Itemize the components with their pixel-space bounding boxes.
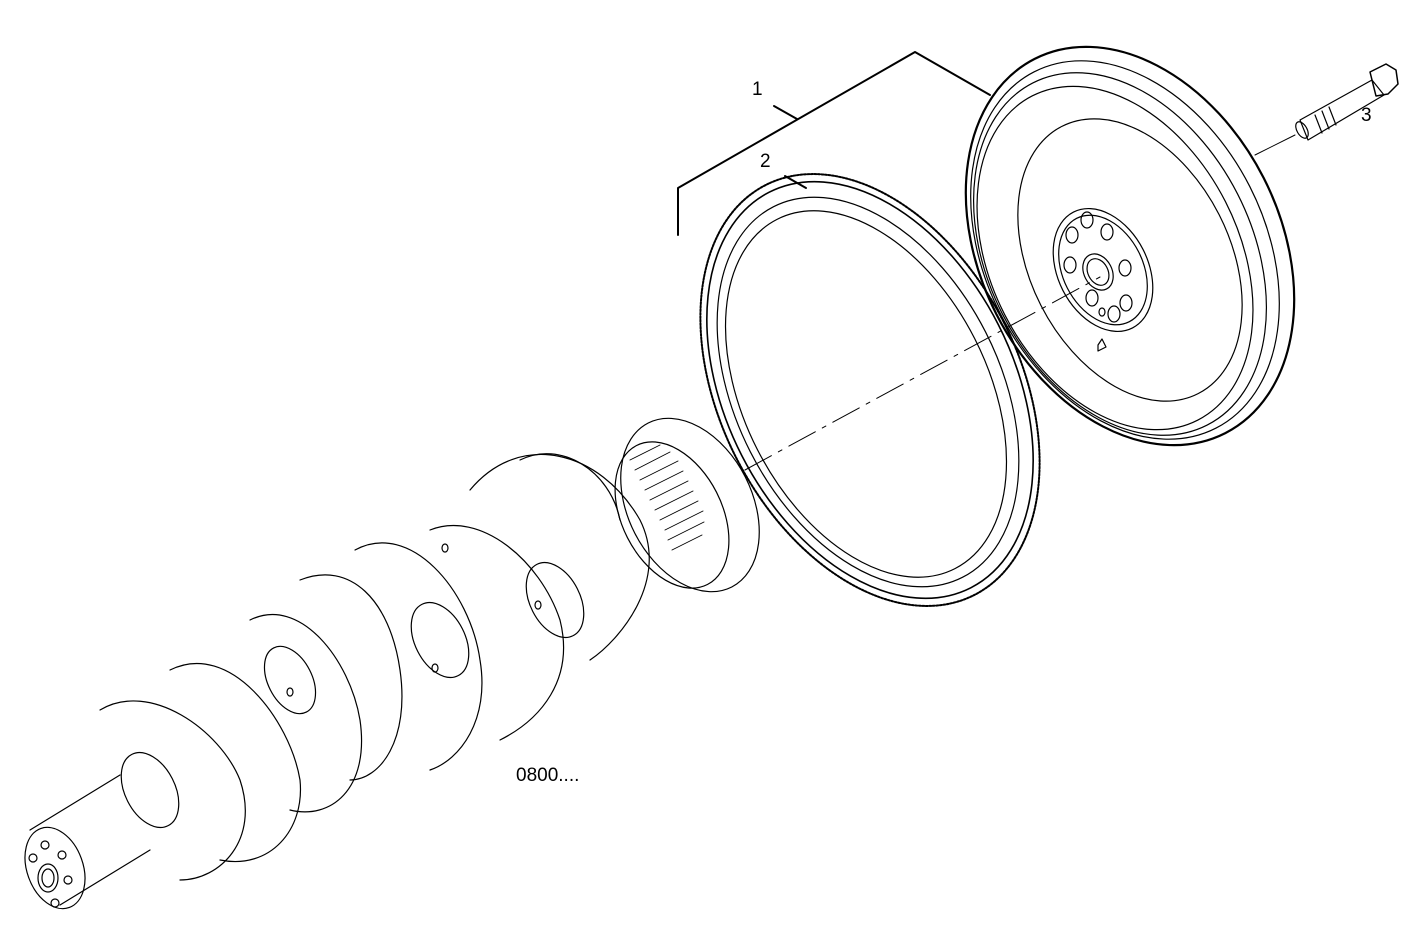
bolt-axis-line [1255,135,1295,155]
callout-label-3: 3 [1361,105,1372,126]
flywheel [901,0,1359,501]
leader-line-2 [785,176,806,188]
bolt [1293,64,1398,140]
center-axis-line [745,277,1100,470]
crankshaft [14,395,787,917]
callout-bracket-1 [678,52,990,235]
callout-label-2: 2 [760,151,771,172]
reference-code: 0800.... [516,765,580,786]
callout-label-1: 1 [752,79,763,100]
ring-gear [632,117,1108,663]
